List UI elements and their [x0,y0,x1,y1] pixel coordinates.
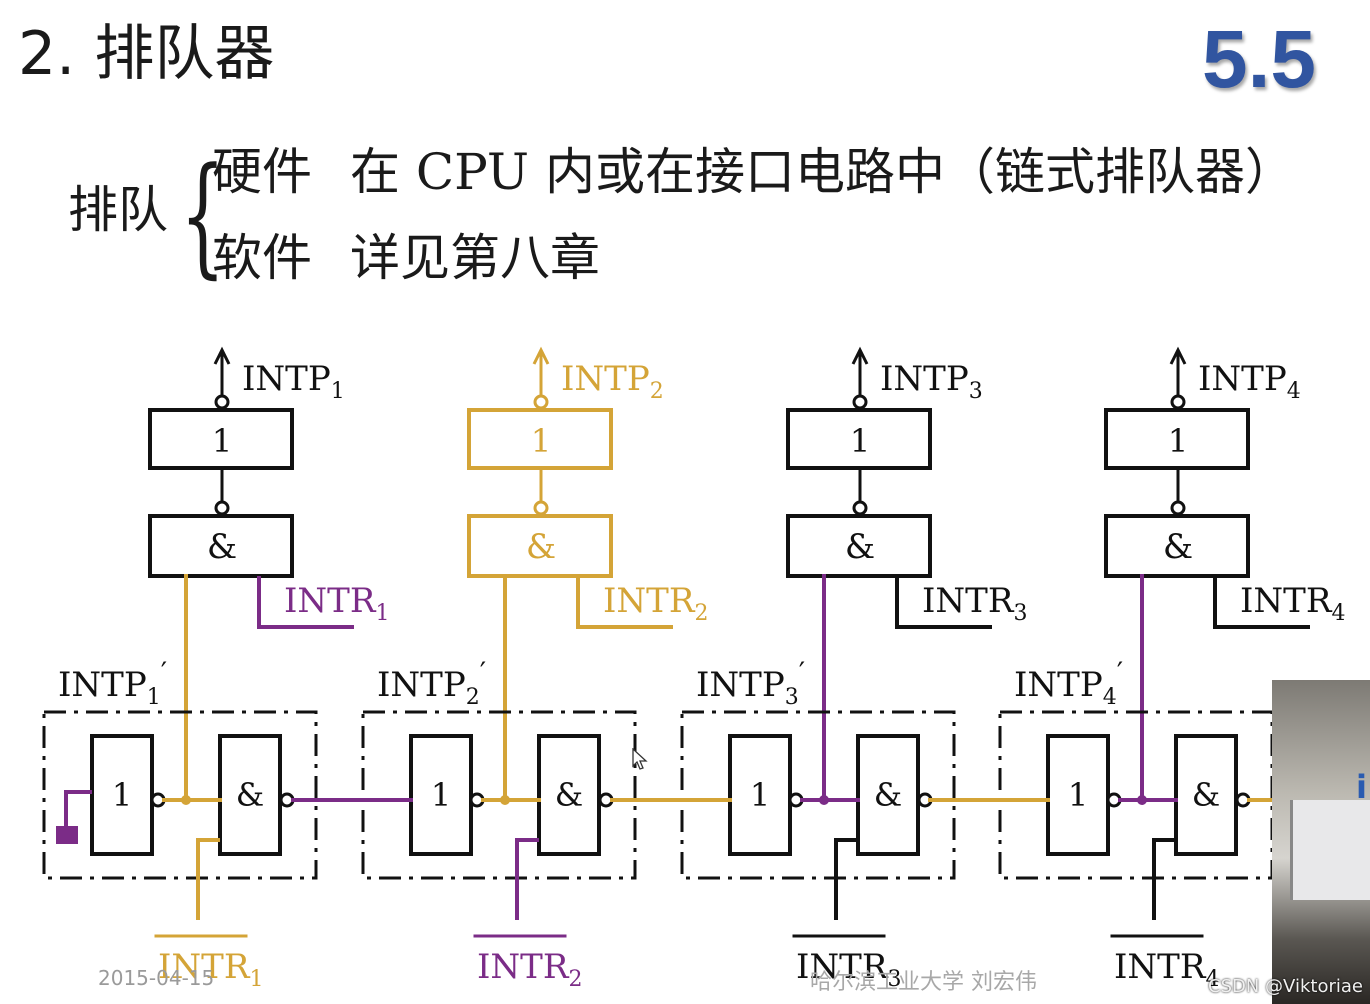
chain-and-gate-3 [856,734,920,856]
intr-bottom-label-2: INTR2 [477,947,582,992]
and-gate-box-1 [148,514,294,578]
and-gate-box-3 [786,514,932,578]
and-gate-symbol-3: & [845,527,875,567]
intp-arrow-icon-4 [1169,346,1187,365]
intp-arrow-icon-3 [851,346,869,365]
intr-bottom-label-3: INTR3 [796,947,901,992]
page-title: 2. 排队器 [18,19,275,89]
intp-label-4: INTP4 [1198,359,1301,404]
queue-label: 排队 [68,181,168,239]
chain-and-symbol-1: & [236,776,264,814]
not-bubble-top-1 [214,394,230,410]
chain-not-symbol-4: 1 [1068,776,1088,814]
intp-prime-label-4: INTP4′ [1014,656,1123,710]
intp-label-1: INTP1 [242,359,345,404]
not-gate-symbol-2: 1 [531,422,551,460]
chain-not-symbol-1: 1 [112,776,132,814]
intp-prime-label-2: INTP2′ [377,656,486,710]
chain-node-dot-2 [500,795,510,805]
not-bubble-bottom-1 [214,500,230,516]
chain-module-box-3 [680,710,956,880]
and-gate-symbol-1: & [207,527,237,567]
chain-input-wire-1 [64,790,92,838]
intr-bottom-label-1: INTR1 [158,947,263,992]
not-bubble-top-3 [852,394,868,410]
intr-bottom-wire-3 [834,838,858,920]
chain-and-symbol-2: & [555,776,583,814]
chain-not-gate-1 [90,734,154,856]
chain-node-dot-3 [819,795,829,805]
and-gate-symbol-4: & [1163,527,1193,567]
intr-bottom-wire-2 [515,838,539,920]
intr-bottom-wire-1 [196,838,220,920]
webcam-panel [1290,800,1370,900]
webcam-mark: i [1356,768,1367,806]
webcam-overlay: i [1272,680,1370,1004]
software-text: 详见第八章 [350,229,600,287]
intr-top-wire-1 [257,576,354,629]
intr-top-wire-4 [1213,576,1310,629]
intp-label-2: INTP2 [561,359,664,404]
watermark-date: 2015-04-15 [98,966,215,990]
intr-bottom-wire-4 [1152,838,1176,920]
watermark-school: 哈尔滨工业大学 刘宏伟 [810,970,1037,995]
chain-module-box-2 [361,710,637,880]
chain-node-dot-4 [1137,795,1147,805]
intr-top-label-2: INTR2 [603,581,708,626]
not-gate-symbol-1: 1 [212,422,232,460]
not-bubble-top-2 [533,394,549,410]
and-gate-box-4 [1104,514,1250,578]
chain-not-symbol-2: 1 [431,776,451,814]
chain-not-symbol-3: 1 [750,776,770,814]
hardware-label: 硬件 [212,143,312,201]
chain-module-box-1 [42,710,318,880]
software-label: 软件 [212,229,312,287]
intp-prime-label-1: INTP1′ [58,656,167,710]
chain-not-gate-2 [409,734,473,856]
chain-and-gate-2 [537,734,601,856]
intp-prime-label-3: INTP3′ [696,656,805,710]
not-bubble-top-4 [1170,394,1186,410]
intr-top-label-3: INTR3 [922,581,1027,626]
intr-top-wire-2 [576,576,673,629]
intr-top-label-4: INTR4 [1240,581,1345,626]
and-gate-box-2 [467,514,613,578]
hardware-text: 在 CPU 内或在接口电路中（链式排队器） [350,143,1295,201]
not-gate-symbol-3: 1 [850,422,870,460]
ground-icon [56,826,78,844]
and-gate-symbol-2: & [526,527,556,567]
not-bubble-bottom-2 [533,500,549,516]
chain-node-dot-1 [181,795,191,805]
chain-not-gate-3 [728,734,792,856]
not-gate-symbol-4: 1 [1168,422,1188,460]
chain-and-symbol-4: & [1192,776,1220,814]
intr-top-label-1: INTR1 [284,581,389,626]
brace-icon: { [180,139,226,291]
csdn-watermark: CSDN @Viktoriae [1208,976,1363,997]
intp-arrow-icon-2 [532,346,550,365]
chain-and-symbol-3: & [874,776,902,814]
not-bubble-bottom-4 [1170,500,1186,516]
chain-and-gate-4 [1174,734,1238,856]
mouse-cursor-icon [632,748,648,770]
intr-bottom-label-4: INTR4 [1114,947,1219,992]
intp-arrow-icon-1 [213,346,231,365]
intr-top-wire-3 [895,576,992,629]
intp-label-3: INTP3 [880,359,983,404]
chain-and-gate-1 [218,734,282,856]
not-bubble-bottom-3 [852,500,868,516]
chain-not-gate-4 [1046,734,1110,856]
section-number: 5.5 [1202,14,1316,105]
